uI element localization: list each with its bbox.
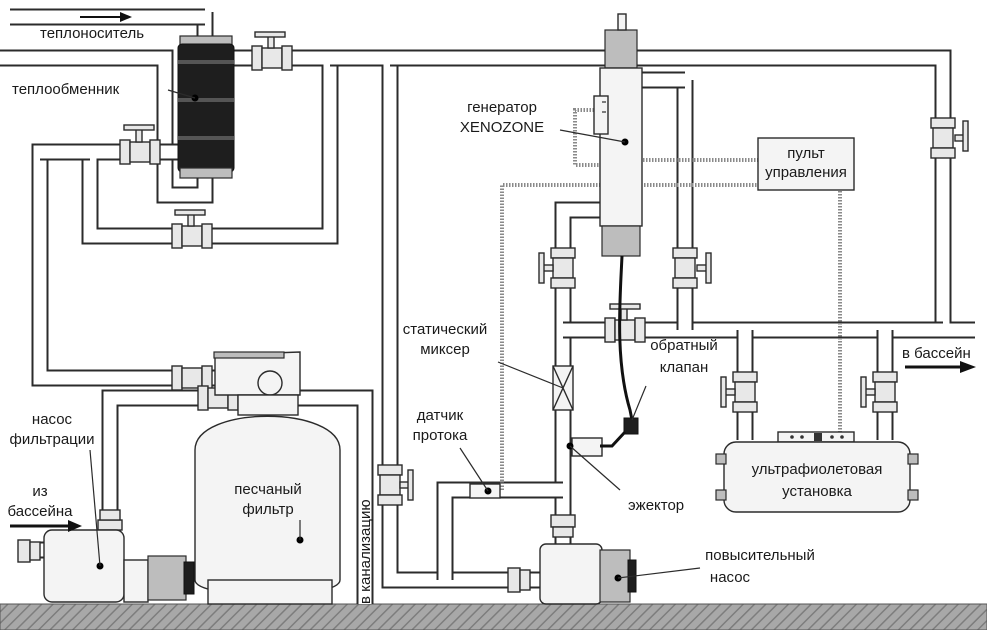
union-booster-inlet xyxy=(507,567,531,593)
control-panel-label-2: управления xyxy=(765,164,847,181)
valve-generator-inlet[interactable] xyxy=(538,247,576,289)
label-filtration-pump-1: насос xyxy=(32,411,73,428)
signal-line-generator-loop xyxy=(573,108,600,167)
control-panel-label-1: пульт xyxy=(787,145,825,162)
check-valve xyxy=(600,417,639,448)
valve-sewer[interactable] xyxy=(377,464,414,506)
valve-return-line[interactable] xyxy=(171,365,213,391)
ozone-generator xyxy=(593,13,643,431)
label-ejector: эжектор xyxy=(628,497,684,514)
label-from-pool-2: бассейна xyxy=(8,503,74,520)
label-check-valve-2: клапан xyxy=(660,359,709,376)
label-heat-exchanger: теплообменник xyxy=(12,81,120,98)
valve-generator-outlet[interactable] xyxy=(672,247,712,289)
valve-bypass[interactable] xyxy=(171,209,213,249)
label-check-valve-1: обратный xyxy=(650,337,718,354)
label-to-sewer: в канализацию xyxy=(357,499,374,604)
union-pump-top xyxy=(97,509,123,531)
label-uv-unit-2: установка xyxy=(782,483,852,500)
label-to-pool: в бассейн xyxy=(902,345,971,362)
valve-uv-outlet[interactable] xyxy=(860,371,898,413)
heat-exchanger xyxy=(177,35,235,179)
valve-main-bypass-right[interactable] xyxy=(930,117,969,159)
label-flow-sensor-1: датчик xyxy=(417,407,464,424)
ground xyxy=(0,603,987,630)
label-sand-filter-1: песчаный xyxy=(234,481,301,498)
booster-pump xyxy=(539,543,637,605)
filtration-pump xyxy=(43,529,195,603)
label-static-mixer-1: статический xyxy=(403,321,487,338)
union-booster-outlet xyxy=(550,514,576,538)
label-filtration-pump-2: фильтрации xyxy=(9,431,94,448)
arrow-coolant xyxy=(80,12,132,22)
label-flow-sensor-2: протока xyxy=(413,427,468,444)
valve-heat-exchanger-inlet[interactable] xyxy=(119,124,161,165)
label-generator-1: генератор xyxy=(467,99,537,116)
label-from-pool-1: из xyxy=(32,483,47,500)
label-coolant: теплоноситель xyxy=(40,25,144,42)
leader-lines xyxy=(89,89,701,579)
uv-unit xyxy=(715,431,919,513)
signal-line-panel-left xyxy=(500,183,760,490)
valve-heat-exchanger-top[interactable] xyxy=(251,31,293,71)
union-pump-inlet xyxy=(17,539,41,563)
arrow-to-pool xyxy=(905,361,976,373)
label-booster-pump-2: насос xyxy=(710,569,751,586)
label-uv-unit-1: ультрафиолетовая xyxy=(752,461,883,478)
sand-filter xyxy=(194,351,341,605)
valve-uv-inlet[interactable] xyxy=(720,371,758,413)
label-booster-pump-1: повысительный xyxy=(705,547,815,564)
label-sand-filter-2: фильтр xyxy=(242,501,293,518)
valve-generator-bypass[interactable] xyxy=(604,303,646,343)
control-panel[interactable]: пульт управления xyxy=(757,137,855,191)
label-generator-2: XENOZONE xyxy=(460,119,544,136)
arrow-from-pool xyxy=(10,520,82,532)
label-static-mixer-2: миксер xyxy=(420,341,470,358)
